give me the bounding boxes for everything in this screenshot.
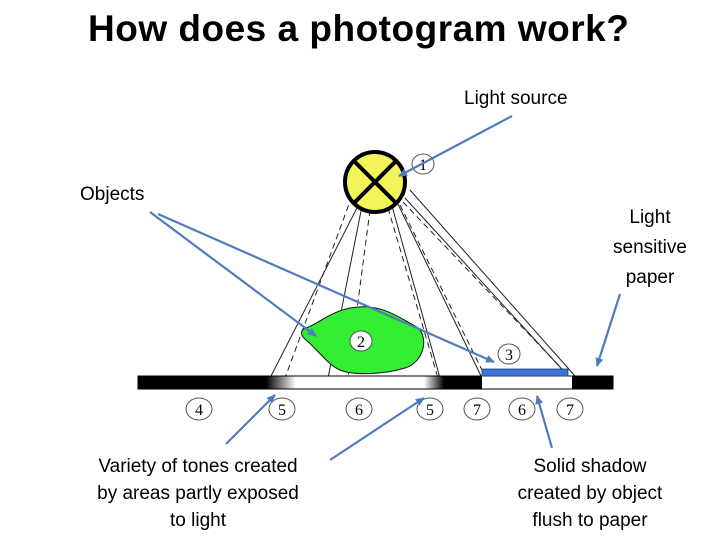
number-marker-labels: 1 2 3 4 5 6 5 7 6 7 <box>195 157 574 419</box>
number-markers <box>185 153 584 421</box>
ray <box>269 201 361 379</box>
ray-dashed <box>284 195 353 379</box>
paper-strip <box>137 375 614 390</box>
marker-label-5a: 5 <box>278 402 286 419</box>
marker-label-6b: 6 <box>518 402 526 419</box>
marker-label-1: 1 <box>419 157 427 174</box>
label-shadow-line-3: flush to paper <box>532 510 648 531</box>
label-paper-line-1: Light <box>629 207 671 228</box>
ray <box>409 189 576 377</box>
paper-white-center <box>296 376 424 389</box>
label-tones-line-2: by areas partly exposed <box>97 483 299 504</box>
ray-dashed <box>399 204 483 371</box>
marker-label-4: 4 <box>195 402 203 419</box>
light-source-lamp <box>343 150 407 214</box>
label-shadow-line-1: Solid shadow <box>533 456 647 477</box>
marker-label-7b: 7 <box>566 402 574 419</box>
marker-3 <box>497 343 521 365</box>
arrow-tones-left <box>225 394 276 445</box>
label-shadow-line-2: created by object <box>517 483 663 504</box>
marker-7b <box>556 397 584 421</box>
marker-5a <box>268 397 296 421</box>
paper-gradient-right <box>424 376 444 389</box>
label-solid-shadow: Solid shadow created by object flush to … <box>490 453 690 534</box>
arrow-objects-blob <box>149 211 317 337</box>
arrow-light-source <box>398 115 513 177</box>
ray <box>395 199 483 379</box>
ray <box>404 197 571 379</box>
flat-object <box>481 368 569 377</box>
marker-4 <box>185 397 213 421</box>
arrow-paper <box>595 293 622 367</box>
label-objects: Objects <box>80 184 145 205</box>
annotation-arrows <box>149 115 622 461</box>
lamp-cross <box>352 159 398 205</box>
marker-label-7a: 7 <box>473 402 481 419</box>
ray-dashed <box>402 201 566 373</box>
marker-7a <box>463 397 491 421</box>
arrow-objects-flat <box>157 212 495 364</box>
paper-white-right <box>482 376 572 389</box>
page-title: How does a photogram work? <box>88 8 630 49</box>
paper-outline <box>137 375 614 390</box>
marker-2 <box>349 330 373 352</box>
label-tones-line-1: Variety of tones created <box>98 456 298 477</box>
marker-label-5b: 5 <box>426 402 434 419</box>
ray <box>391 205 441 379</box>
marker-label-6a: 6 <box>355 402 363 419</box>
label-paper-line-3: paper <box>625 267 675 288</box>
label-paper-line-2: sensitive <box>613 237 687 258</box>
marker-6a <box>345 397 373 421</box>
paper-gradient-left <box>266 376 296 389</box>
marker-label-3: 3 <box>505 347 513 364</box>
arrow-shadow <box>535 395 554 449</box>
label-tones-line-3: to light <box>170 510 226 531</box>
arrow-tones-right <box>329 397 425 461</box>
label-light-source: Light source <box>464 88 568 109</box>
label-variety-of-tones: Variety of tones created by areas partly… <box>68 453 328 534</box>
marker-6b <box>508 397 536 421</box>
marker-label-2: 2 <box>357 334 365 351</box>
label-light-sensitive-paper: Light sensitive paper <box>600 203 700 293</box>
